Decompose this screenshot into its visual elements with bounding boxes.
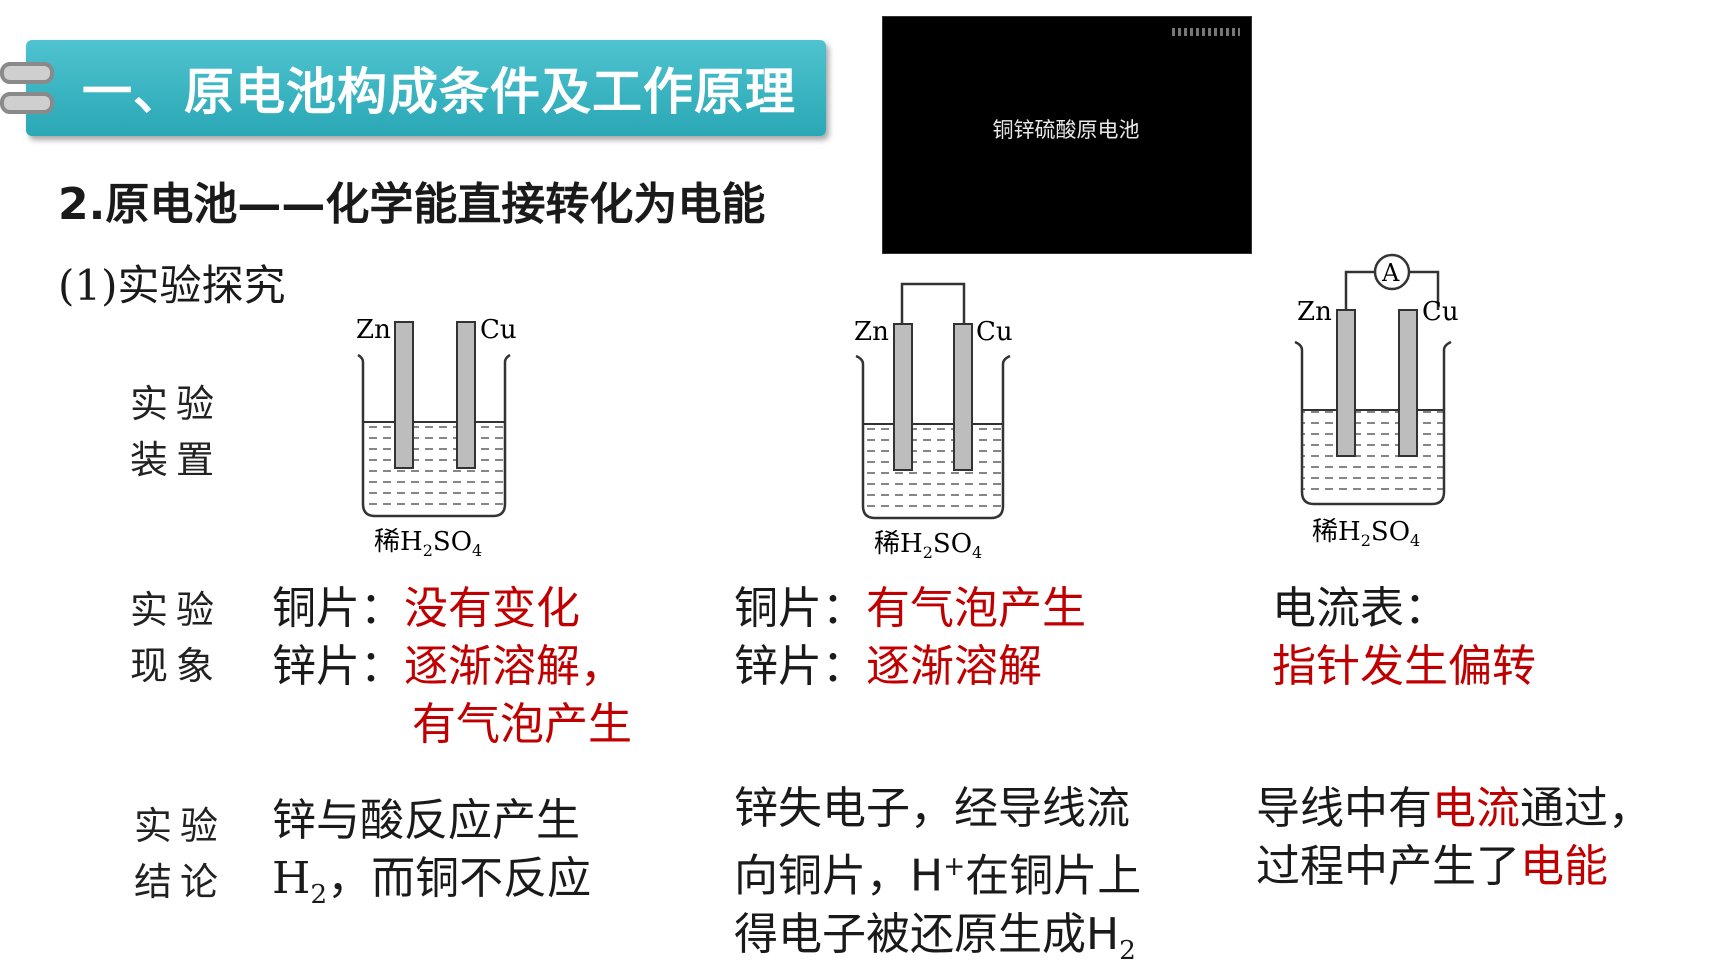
cu-label: Cu [1422,297,1459,327]
conclusion-col3: 导线中有电流通过， 过程中产生了电能 [1256,780,1652,896]
phenomenon-col1: 铜片：没有变化 锌片：逐渐溶解， 有气泡产生 [272,580,632,754]
meter-label: 电流表： [1272,583,1448,634]
row-label-apparatus: 实验 装置 [130,376,222,488]
row-label-line: 实验 [134,804,227,848]
video-player[interactable] [882,16,1252,254]
row-label-phenomenon: 实验 现象 [130,582,222,694]
phenomenon-col3: 电流表： 指针发生偏转 [1272,580,1536,696]
binder-ring-icon [0,62,54,84]
conclusion-line: 过程中产生了电能 [1256,841,1608,892]
apparatus-diagram-1: Zn Cu 稀H2SO4 [356,315,517,560]
row-label-conclusion: 实验 结论 [134,798,226,910]
row-label-line: 实验 [130,382,223,426]
binder-ring-icon [0,92,54,114]
zn-value: 逐渐溶解 [866,641,1042,692]
conclusion-line: H2，而铜不反应 [272,853,592,910]
cu-label: 铜片： [734,583,866,634]
ammeter-icon [1373,253,1411,291]
solution-label: 稀H2SO4 [1312,517,1420,550]
conclusion-line: 得电子被还原生成H2 [734,908,1136,966]
section-heading: (1)实验探究 [58,261,286,310]
row-label-line: 现象 [130,644,223,688]
conclusion-col1: 锌与酸反应产生 H2，而铜不反应 [272,792,591,924]
zn-label: Zn [854,317,889,347]
row-label-line: 实验 [130,588,223,632]
conclusion-col2: 锌失电子，经导线流 向铜片，H+在铜片上 得电子被还原生成H2 [734,780,1141,979]
video-watermark [1172,28,1240,36]
zn-label: Zn [356,315,391,345]
solution-label: 稀H2SO4 [374,527,482,560]
zn-label: 锌片： [272,641,404,692]
cu-electrode [953,323,973,471]
conclusion-line: 锌失电子，经导线流 [734,783,1130,834]
solution-label: 稀H2SO4 [874,529,982,562]
beaker [357,353,511,518]
cu-value: 有气泡产生 [866,583,1086,634]
apparatus-diagram-2: Zn Cu 稀H2SO4 [854,282,1013,562]
liquid [363,422,505,512]
ammeter-label: A [1381,259,1400,287]
cu-electrode [456,321,476,469]
conclusion-line: 锌与酸反应产生 [272,795,580,846]
cu-label: 铜片： [272,583,404,634]
title-banner [26,40,826,136]
conclusion-line: 导线中有电流通过， [1256,783,1652,834]
zn-label: Zn [1297,297,1332,327]
zn-value: 逐渐溶解， [404,641,624,692]
meter-value: 指针发生偏转 [1272,641,1536,692]
beaker [855,354,1011,520]
subtitle: 2.原电池——化学能直接转化为电能 [58,179,766,230]
phenomenon-col2: 铜片：有气泡产生 锌片：逐渐溶解 [734,580,1086,696]
row-label-line: 结论 [134,860,227,904]
cu-electrode [1398,309,1418,457]
zn-electrode [394,321,414,469]
cu-value: 没有变化 [404,583,580,634]
zn-label: 锌片： [734,641,866,692]
zn-electrode [1336,309,1356,457]
video-caption: 铜锌硫酸原电池 [992,118,1140,142]
beaker [1294,340,1452,506]
conclusion-line: 向铜片，H+在铜片上 [734,850,1142,902]
cu-label: Cu [976,317,1013,347]
cu-label: Cu [480,315,517,345]
apparatus-diagram-3: A Zn Cu 稀H2SO4 [1294,253,1459,550]
liquid [1302,410,1444,498]
page-title: 一、原电池构成条件及工作原理 [82,63,796,121]
row-label-line: 装置 [130,438,223,482]
liquid [863,424,1003,514]
zn-electrode [893,323,913,471]
wire [900,282,966,324]
zn-value-cont: 有气泡产生 [412,699,632,750]
